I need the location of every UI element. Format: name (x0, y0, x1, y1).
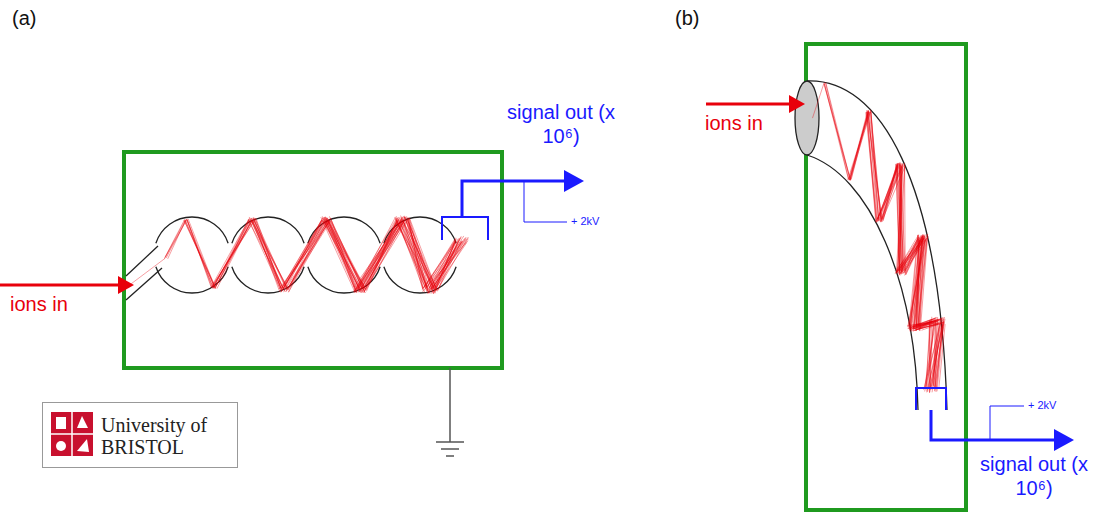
input-label: ions in (705, 111, 763, 135)
bias-lead (524, 181, 567, 222)
voltage-label: + 2kV (571, 215, 599, 228)
channel-wall (807, 155, 918, 410)
signal-arrowhead (1054, 429, 1074, 451)
collector-anode (916, 388, 946, 410)
output-label: signal out (x 10⁶) (978, 452, 1090, 500)
channel-wall (807, 81, 947, 410)
logo-icon (51, 412, 93, 456)
ion-arrowhead (118, 276, 134, 294)
signal-arrowhead (564, 170, 584, 192)
signal-wire (931, 410, 1058, 440)
housing-box (124, 152, 502, 368)
logo-box: University of BRISTOL (42, 402, 238, 468)
panel-letter: (a) (12, 6, 36, 30)
collector-anode (442, 217, 488, 240)
ion-arrow (706, 103, 796, 106)
ion-arrowhead (789, 95, 805, 113)
panel-letter: (b) (675, 6, 699, 30)
bias-lead (990, 406, 1024, 440)
ion-arrow (0, 284, 126, 287)
signal-wire (462, 181, 568, 217)
electron-cascade (128, 216, 468, 294)
dynode-chain (126, 217, 456, 300)
institution-name: University of BRISTOL (101, 414, 231, 458)
output-label: signal out (x 10⁶) (505, 100, 617, 148)
input-label: ions in (10, 292, 68, 316)
ground-symbol (436, 368, 464, 456)
electron-cascade (812, 83, 945, 393)
channel-mouth (795, 81, 819, 155)
voltage-label: + 2kV (1028, 399, 1056, 412)
